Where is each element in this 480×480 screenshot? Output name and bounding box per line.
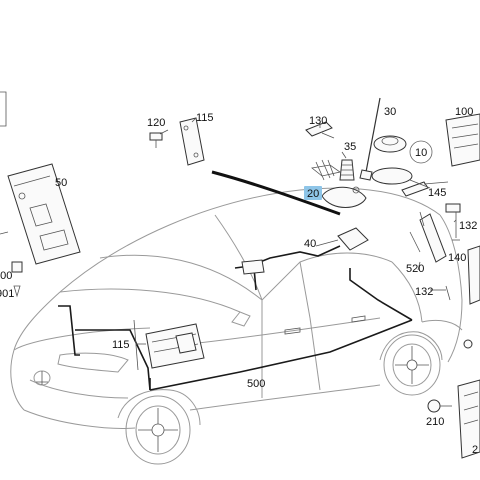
highlight-20	[304, 186, 322, 200]
label-120: 120	[147, 117, 165, 129]
label-901: 901	[0, 288, 14, 300]
label-2-partial: 2	[472, 444, 478, 456]
label-145: 145	[428, 187, 446, 199]
label-40: 40	[304, 238, 316, 250]
disk-part	[373, 135, 407, 153]
label-132-right: 132	[459, 220, 477, 232]
cropped-part-left	[0, 91, 7, 127]
label-520: 520	[406, 263, 424, 275]
label-140: 140	[448, 252, 466, 264]
radio-module-115	[133, 319, 205, 371]
left-clip	[0, 231, 9, 235]
connector-145	[401, 181, 449, 197]
module-520	[409, 211, 447, 263]
screw-120	[149, 132, 163, 148]
cap-35	[339, 159, 355, 181]
part-900	[11, 261, 23, 273]
grommet	[463, 339, 473, 349]
box-140	[467, 245, 480, 305]
antenna-connector-20	[311, 159, 367, 208]
label-132-mid: 132	[415, 286, 433, 298]
label-20: 20	[307, 188, 319, 200]
label-35: 35	[344, 141, 356, 153]
label-30: 30	[384, 106, 396, 118]
label-100: 100	[455, 106, 473, 118]
label-130: 130	[309, 115, 327, 127]
label-210: 210	[426, 416, 444, 428]
bracket-130	[305, 121, 335, 139]
label-10: 10	[415, 147, 427, 159]
unit-100	[445, 113, 480, 167]
label-500: 500	[247, 378, 265, 390]
label-10-circle	[409, 140, 433, 164]
unit-lower-right	[457, 379, 480, 459]
module-115-top	[179, 117, 205, 166]
label-115-top: 115	[196, 112, 214, 124]
label-900: 900	[0, 270, 12, 282]
label-50: 50	[55, 177, 67, 189]
antenna-cable	[211, 170, 341, 216]
screw-132-right	[445, 203, 461, 241]
part-901	[13, 285, 21, 298]
control-module-50	[7, 163, 81, 265]
harness-module	[241, 259, 265, 275]
label-115-mid: 115	[112, 339, 130, 351]
leader-lines	[136, 117, 457, 345]
wiring-harness-500	[58, 245, 413, 391]
screw-132-mid	[445, 285, 451, 301]
antenna-amp-40	[337, 227, 369, 251]
bolt-210	[427, 399, 452, 413]
speaker-disk	[371, 167, 413, 185]
rod-antenna-30	[359, 97, 381, 181]
